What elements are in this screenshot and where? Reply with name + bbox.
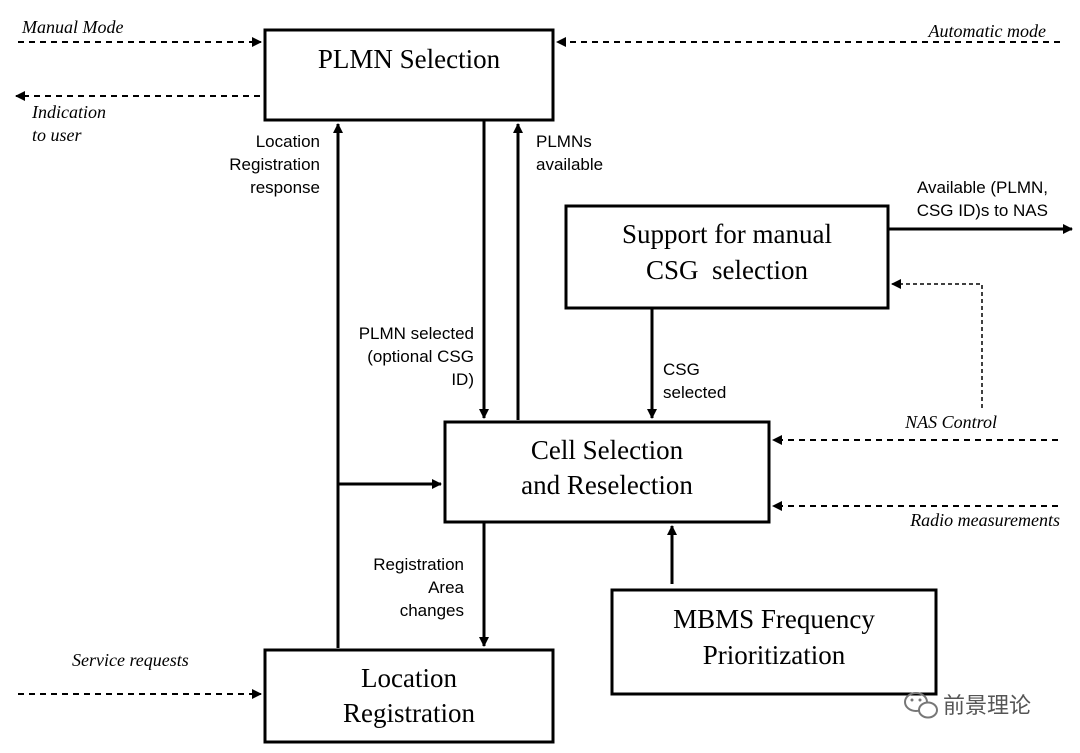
nas-control-label: NAS Control [904,412,997,432]
csg-selected-label-line2: selected [663,383,726,402]
wechat-icon [904,692,938,719]
registration-area-label-line2: Area [428,578,464,597]
registration-area-label-line1: Registration [373,555,464,574]
plmns-available-label-line1: PLMNs [536,132,592,151]
available-to-nas-label-line1: Available (PLMN, [917,178,1048,197]
indication-label-line1: Indication [31,102,106,122]
plmns-available-label-line2: available [536,155,603,174]
manual-csg-selection-box: Support for manual CSG selection [564,204,890,310]
indication-label-line2: to user [32,125,82,145]
location-registration-label-line1: Location [361,663,457,693]
available-to-nas-label-line2: CSG ID)s to NAS [917,201,1048,220]
plmn-selection-label: PLMN Selection [318,44,501,74]
service-requests-label: Service requests [72,650,189,670]
watermark: 前景理论 [904,692,1031,719]
radio-measurements-label: Radio measurements [909,510,1060,530]
cell-selection-label-line1: Cell Selection [531,435,684,465]
cell-selection-box: Cell Selection and Reselection [443,420,771,524]
arrow-nas-control-to-manual-csg [891,279,983,408]
manual-csg-label-line2: CSG selection [646,255,808,285]
csg-selected-label-line1: CSG [663,360,700,379]
location-registration-label-line2: Registration [343,698,475,728]
location-response-label-line1: Location [256,132,320,151]
mbms-frequency-box: MBMS Frequency Prioritization [610,588,938,696]
manual-mode-label: Manual Mode [21,17,123,37]
location-response-label-line3: response [250,178,320,197]
plmn-selected-label-line1: PLMN selected [359,324,474,343]
mbms-label-line1: MBMS Frequency [673,604,875,634]
mbms-label-line2: Prioritization [703,640,846,670]
plmn-selected-label-line3: ID) [451,370,474,389]
automatic-mode-label: Automatic mode [928,21,1046,41]
plmn-selection-box: PLMN Selection [263,28,555,122]
location-registration-box: Location Registration [263,648,555,744]
cell-selection-label-line2: and Reselection [521,470,693,500]
plmn-selected-label-line2: (optional CSG [367,347,474,366]
watermark-text: 前景理论 [943,694,1031,719]
registration-area-label-line3: changes [400,601,464,620]
location-response-label-line2: Registration [229,155,320,174]
manual-csg-label-line1: Support for manual [622,219,832,249]
